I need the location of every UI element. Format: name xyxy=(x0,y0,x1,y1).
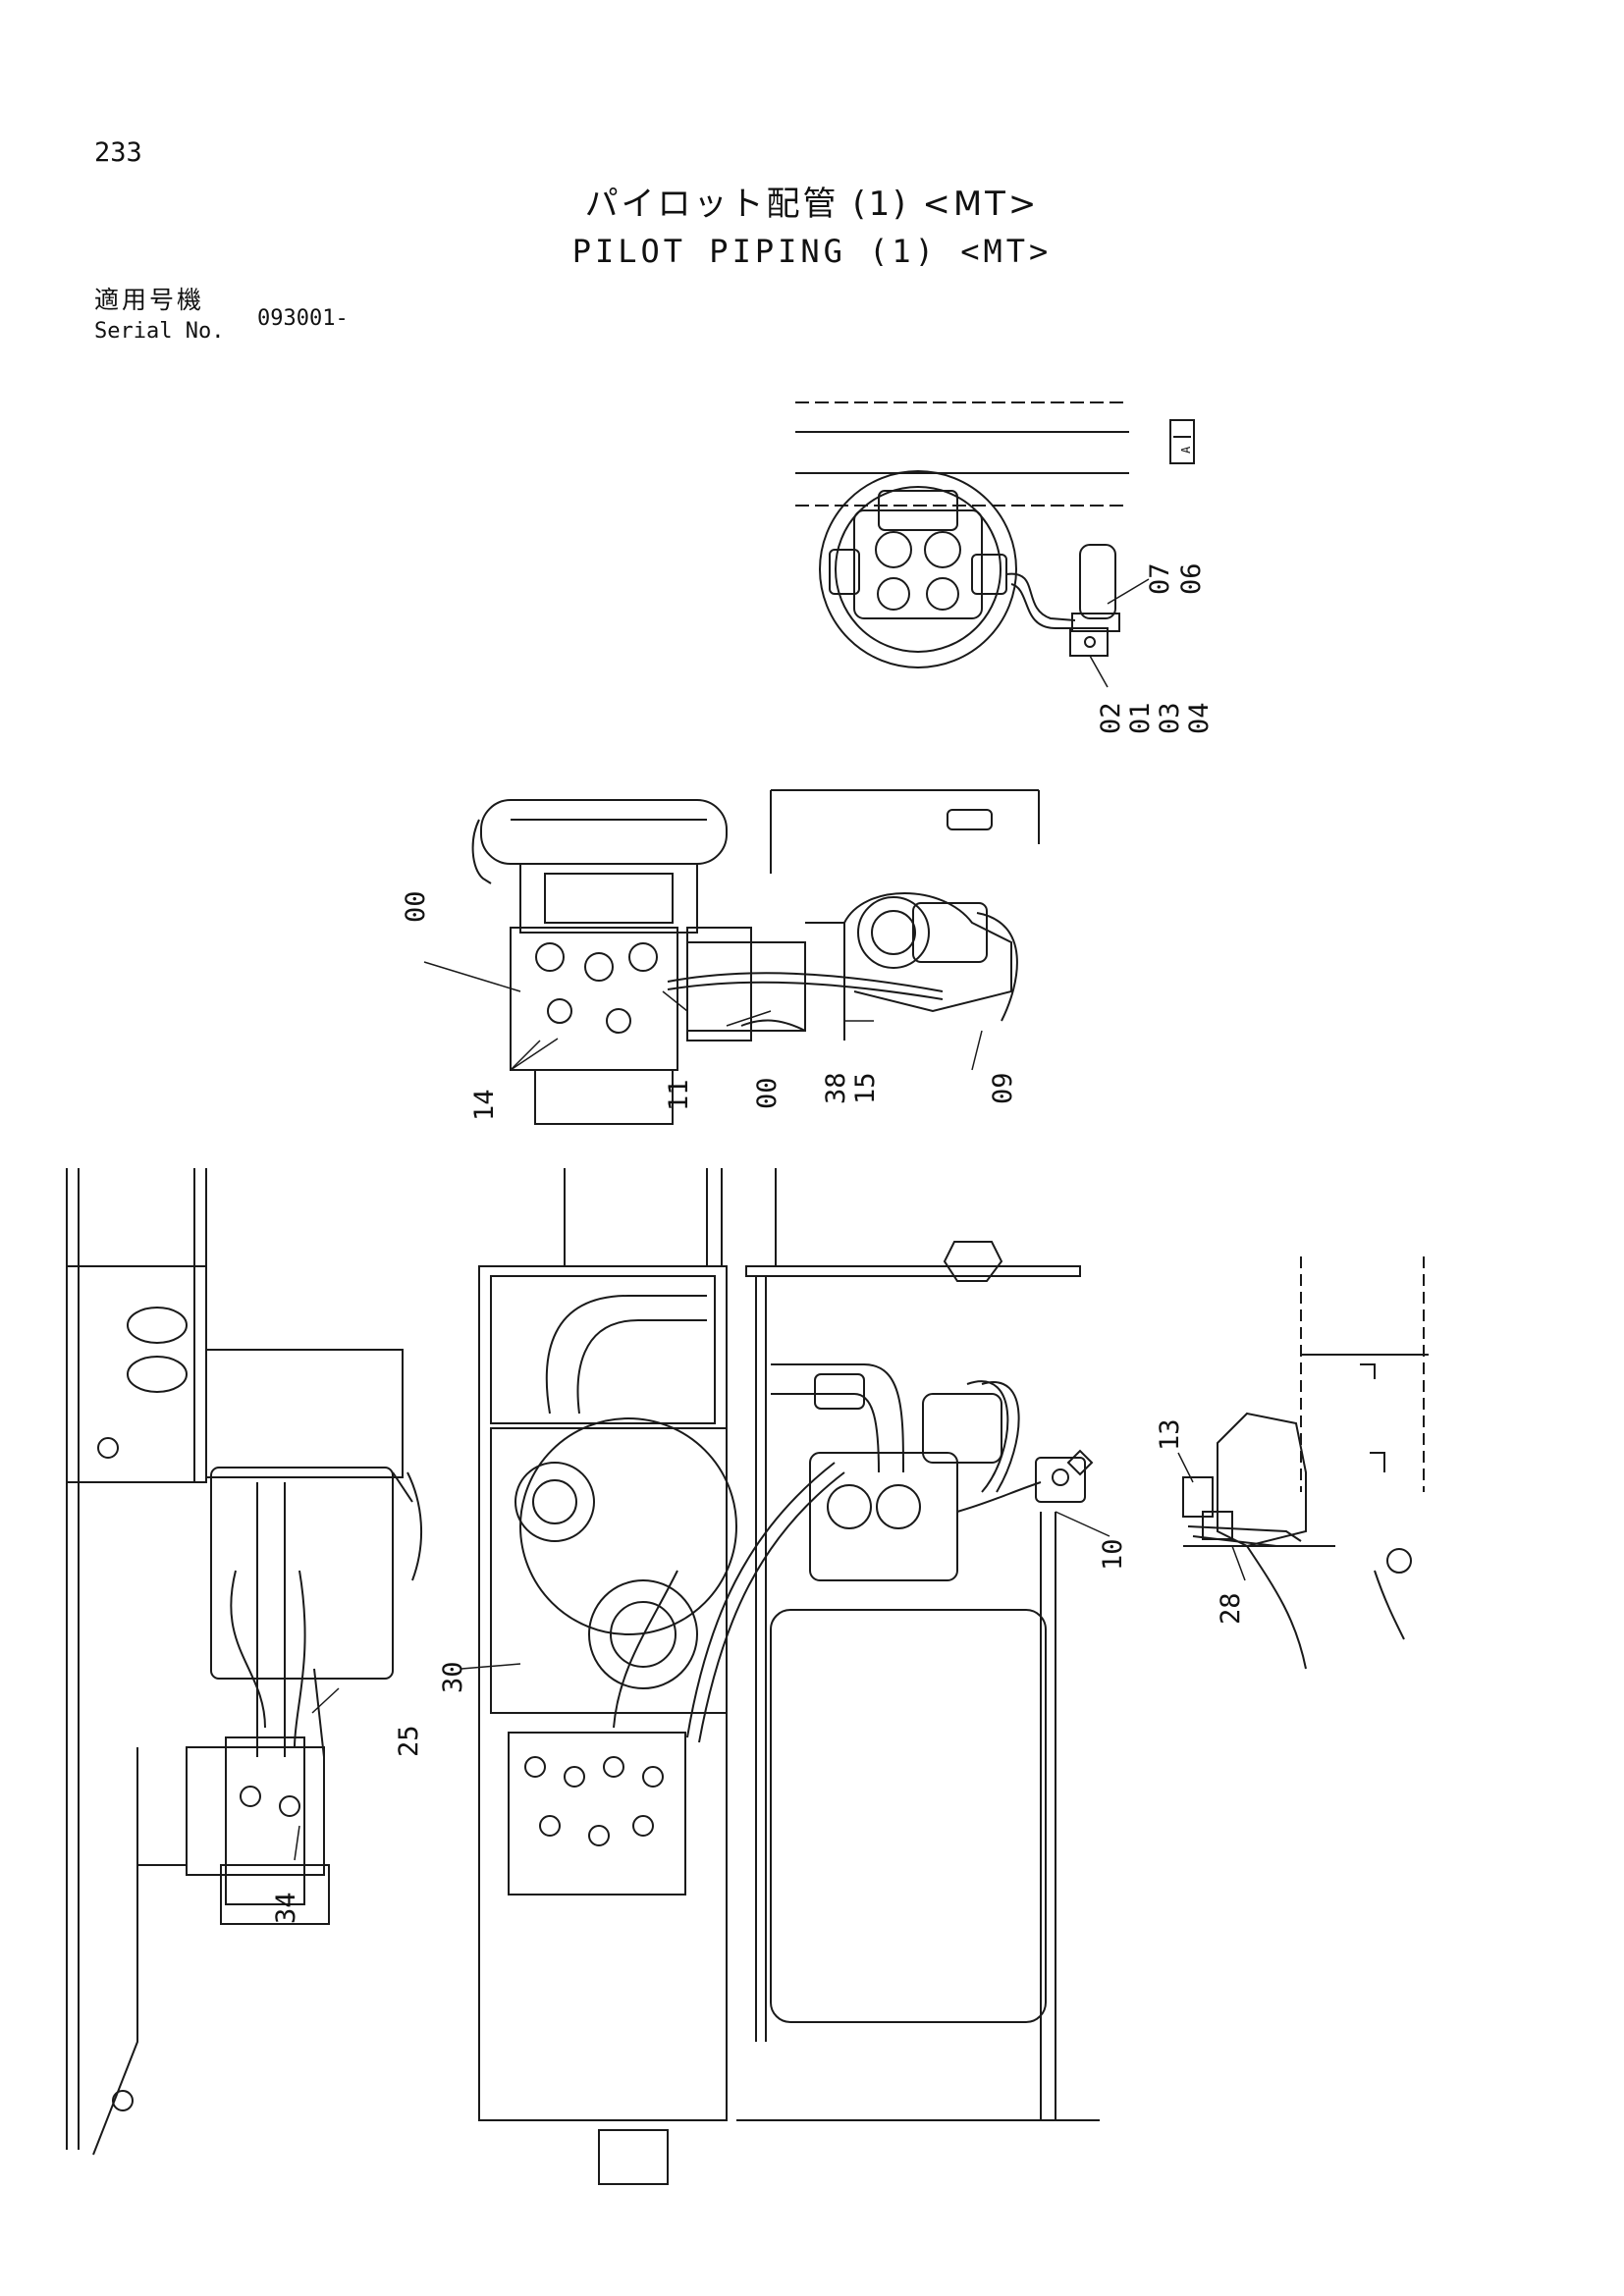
serial-label-japanese: 適用号機 xyxy=(94,286,205,314)
title-english: PILOT PIPING (1) <MT> xyxy=(571,233,1053,270)
lower-right-detail xyxy=(1066,1256,1429,1670)
view-marker-a: A xyxy=(1179,446,1193,454)
callout-03: 03 xyxy=(1155,702,1185,734)
middle-valve-assembly xyxy=(471,789,1040,1125)
serial-label-english: Serial No. xyxy=(94,319,225,344)
callout-06: 06 xyxy=(1176,562,1207,595)
top-pump-assembly xyxy=(795,401,1195,668)
callout-00-top: 00 xyxy=(401,890,431,923)
callout-02: 02 xyxy=(1096,702,1126,734)
callout-01: 01 xyxy=(1125,702,1156,734)
callout-09: 09 xyxy=(988,1072,1018,1104)
leader-lines xyxy=(294,578,1246,1861)
title-japanese: パイロット配管 (1) <MT> xyxy=(584,185,1040,224)
callout-11: 11 xyxy=(664,1079,694,1111)
page-number: 233 xyxy=(94,137,142,168)
callout-38: 38 xyxy=(821,1072,851,1104)
callout-30: 30 xyxy=(438,1661,468,1693)
callouts: 07 06 02 01 03 04 00 14 11 00 38 15 09 1… xyxy=(271,446,1246,1924)
callout-15: 15 xyxy=(850,1072,881,1104)
serial-label-block: 適用号機 Serial No. xyxy=(94,285,224,347)
callout-00-bottom: 00 xyxy=(752,1077,783,1109)
callout-34: 34 xyxy=(271,1892,301,1924)
callout-25: 25 xyxy=(394,1725,424,1757)
serial-number-value: 093001- xyxy=(257,306,349,331)
callout-13: 13 xyxy=(1155,1418,1185,1451)
callout-04: 04 xyxy=(1184,702,1215,734)
callout-07: 07 xyxy=(1145,562,1175,595)
callout-28: 28 xyxy=(1216,1592,1246,1625)
title-block: パイロット配管 (1) <MT> PILOT PIPING (1) <MT> xyxy=(0,177,1624,270)
callout-10: 10 xyxy=(1098,1538,1128,1571)
lower-left-frame xyxy=(66,1168,422,2156)
lower-center-frame xyxy=(478,1168,1100,2185)
callout-14: 14 xyxy=(469,1089,500,1121)
